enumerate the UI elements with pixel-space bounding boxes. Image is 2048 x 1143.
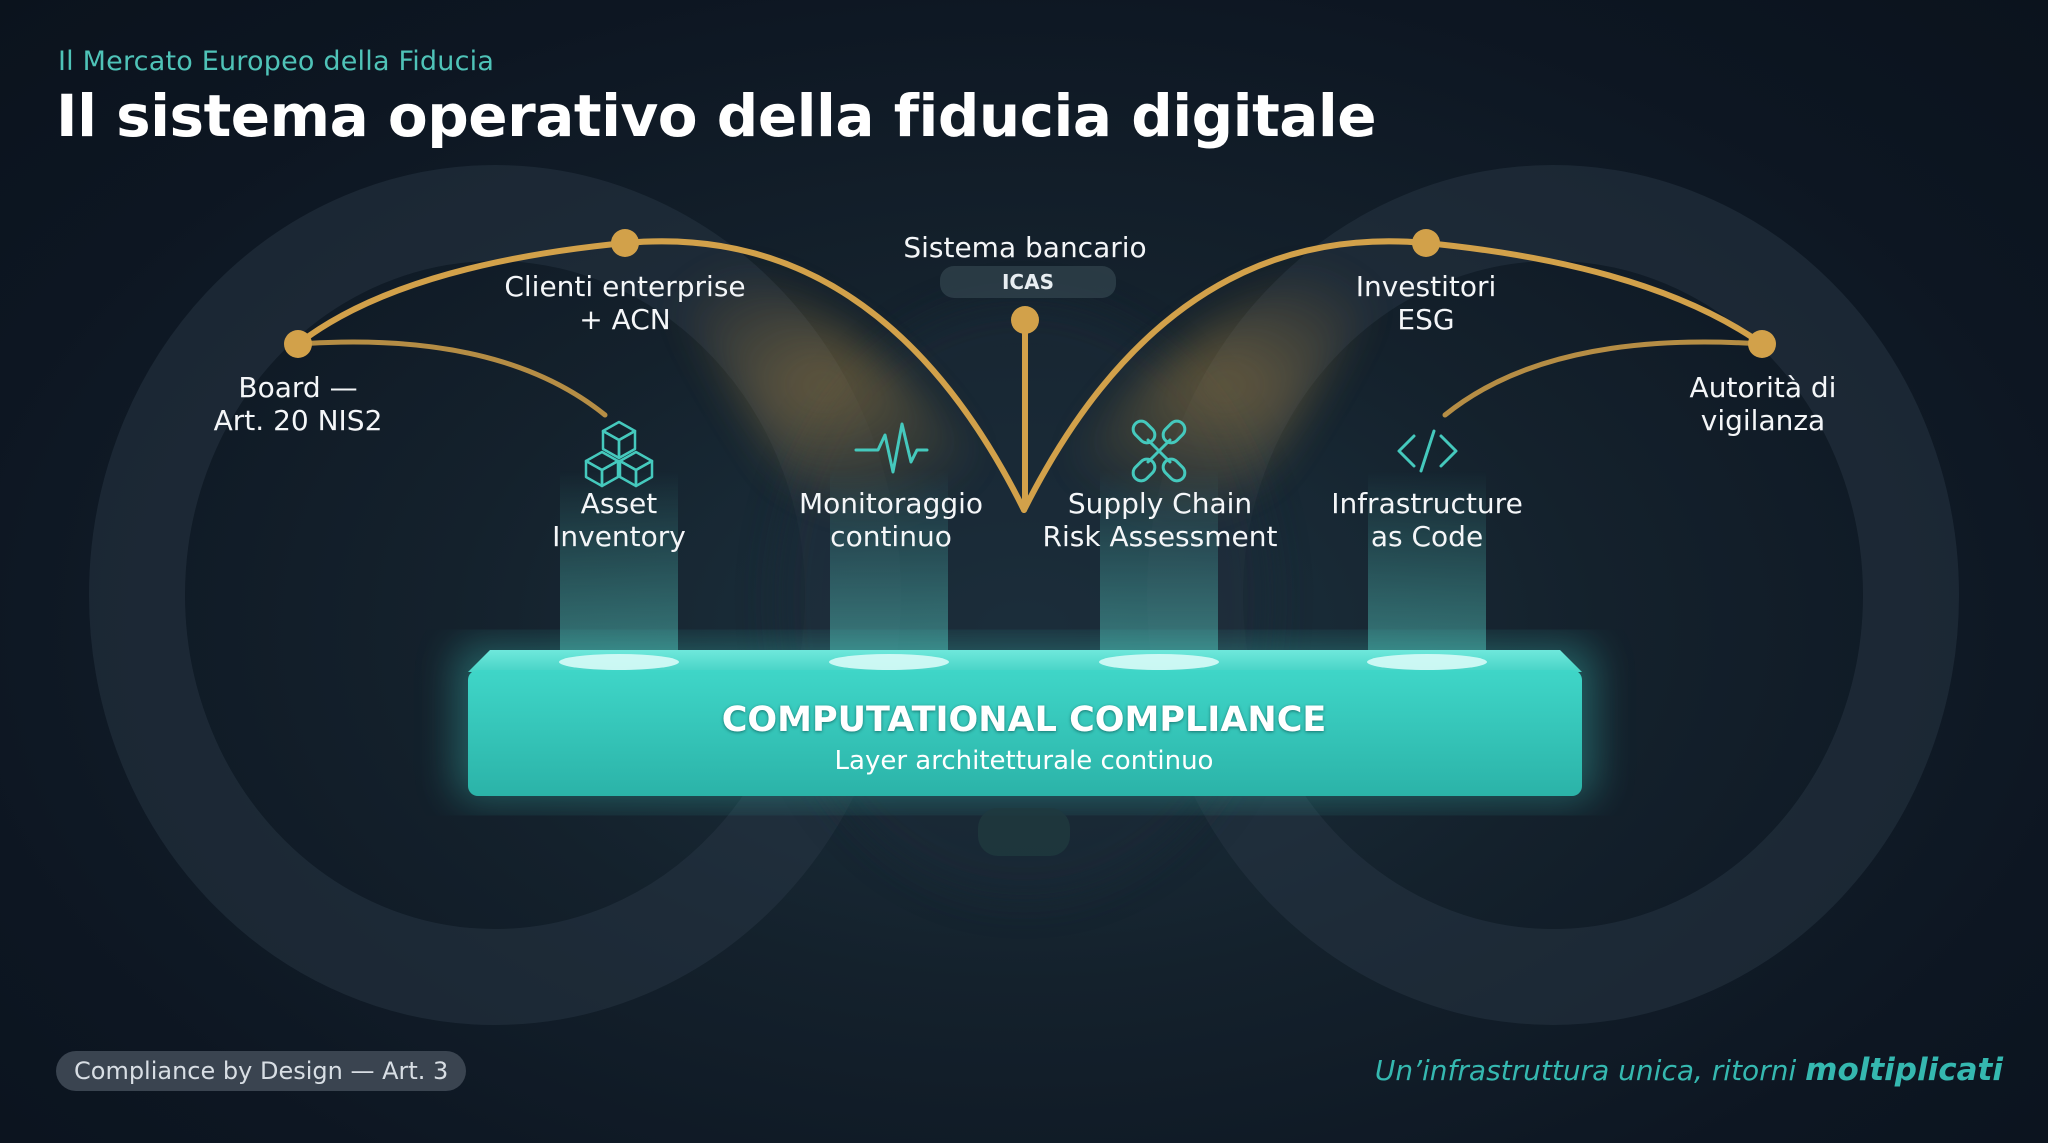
label-board-line1: Board —	[238, 371, 358, 404]
connector-clienti-center	[622, 238, 1027, 513]
platform-subtitle: Layer architetturale continuo	[834, 746, 1214, 776]
kicker: Il Mercato Europeo della Fiducia	[58, 46, 495, 77]
light-beams	[560, 470, 1486, 660]
chain-link-icon	[1131, 419, 1187, 483]
connector-autorita-iac	[1442, 339, 1765, 418]
capability-label-line1: Supply Chain	[1067, 487, 1253, 520]
label-board: Board — Art. 20 NIS2	[214, 371, 383, 437]
node-autorita	[1748, 330, 1776, 358]
label-sistema: Sistema bancario	[903, 231, 1147, 264]
connector-investitori-center	[1021, 238, 1429, 513]
label-autorita: Autorità di vigilanza	[1690, 371, 1837, 437]
capability-label-line2: Inventory	[552, 520, 686, 553]
label-board-line2: Art. 20 NIS2	[213, 404, 383, 437]
code-icon	[1397, 429, 1458, 473]
capability-label-line1: Infrastructure	[1331, 487, 1523, 520]
node-clienti	[611, 229, 639, 257]
capability-asset-inventory: Asset Inventory	[552, 487, 686, 553]
label-clienti: Clienti enterprise + ACN	[504, 270, 745, 336]
gold-connectors	[295, 238, 1765, 513]
capability-label-line2: continuo	[830, 520, 952, 553]
heartbeat-icon	[854, 422, 929, 474]
cubes-icon	[584, 420, 654, 488]
label-sistema-sub: ICAS	[939, 266, 1117, 298]
capability-label-line1: Monitoraggio	[798, 487, 984, 520]
capability-monitoraggio: Monitoraggio continuo	[799, 487, 983, 553]
capability-iac: Infrastructure as Code	[1331, 487, 1523, 553]
gold-glow	[625, 243, 1425, 528]
label-autorita-line1: Autorità di	[1689, 371, 1837, 404]
footer-tagline: Un’infrastruttura unica, ritorni moltipl…	[1375, 1052, 2003, 1088]
node-board	[284, 330, 312, 358]
tagline-emphasis: moltiplicati	[1805, 1052, 2003, 1088]
label-investitori-line2: ESG	[1397, 303, 1455, 336]
tagline-text: Un’infrastruttura unica, ritorni	[1374, 1054, 1806, 1087]
label-clienti-line2: + ACN	[579, 303, 671, 336]
capability-label-line2: Risk Assessment	[1042, 520, 1278, 553]
capability-label-line2: as Code	[1370, 520, 1484, 553]
node-investitori	[1412, 229, 1440, 257]
label-investitori: Investitori ESG	[1356, 270, 1497, 336]
connector-board-clienti	[295, 240, 628, 347]
gold-nodes	[284, 229, 1776, 358]
label-clienti-line1: Clienti enterprise	[504, 270, 746, 303]
footer-badge: Compliance by Design — Art. 3	[56, 1051, 467, 1091]
page-title: Il sistema operativo della fiducia digit…	[56, 82, 1377, 150]
capability-supply-chain: Supply Chain Risk Assessment	[1043, 487, 1278, 553]
label-autorita-line2: vigilanza	[1700, 404, 1826, 437]
compliance-platform	[455, 645, 1595, 856]
capability-label-line1: Asset	[580, 487, 658, 520]
node-sistema	[1011, 306, 1039, 334]
connector-board-asset	[295, 339, 608, 418]
platform-title: COMPUTATIONAL COMPLIANCE	[721, 700, 1327, 740]
label-investitori-line1: Investitori	[1355, 270, 1497, 303]
connector-investitori-autorita	[1423, 240, 1765, 347]
